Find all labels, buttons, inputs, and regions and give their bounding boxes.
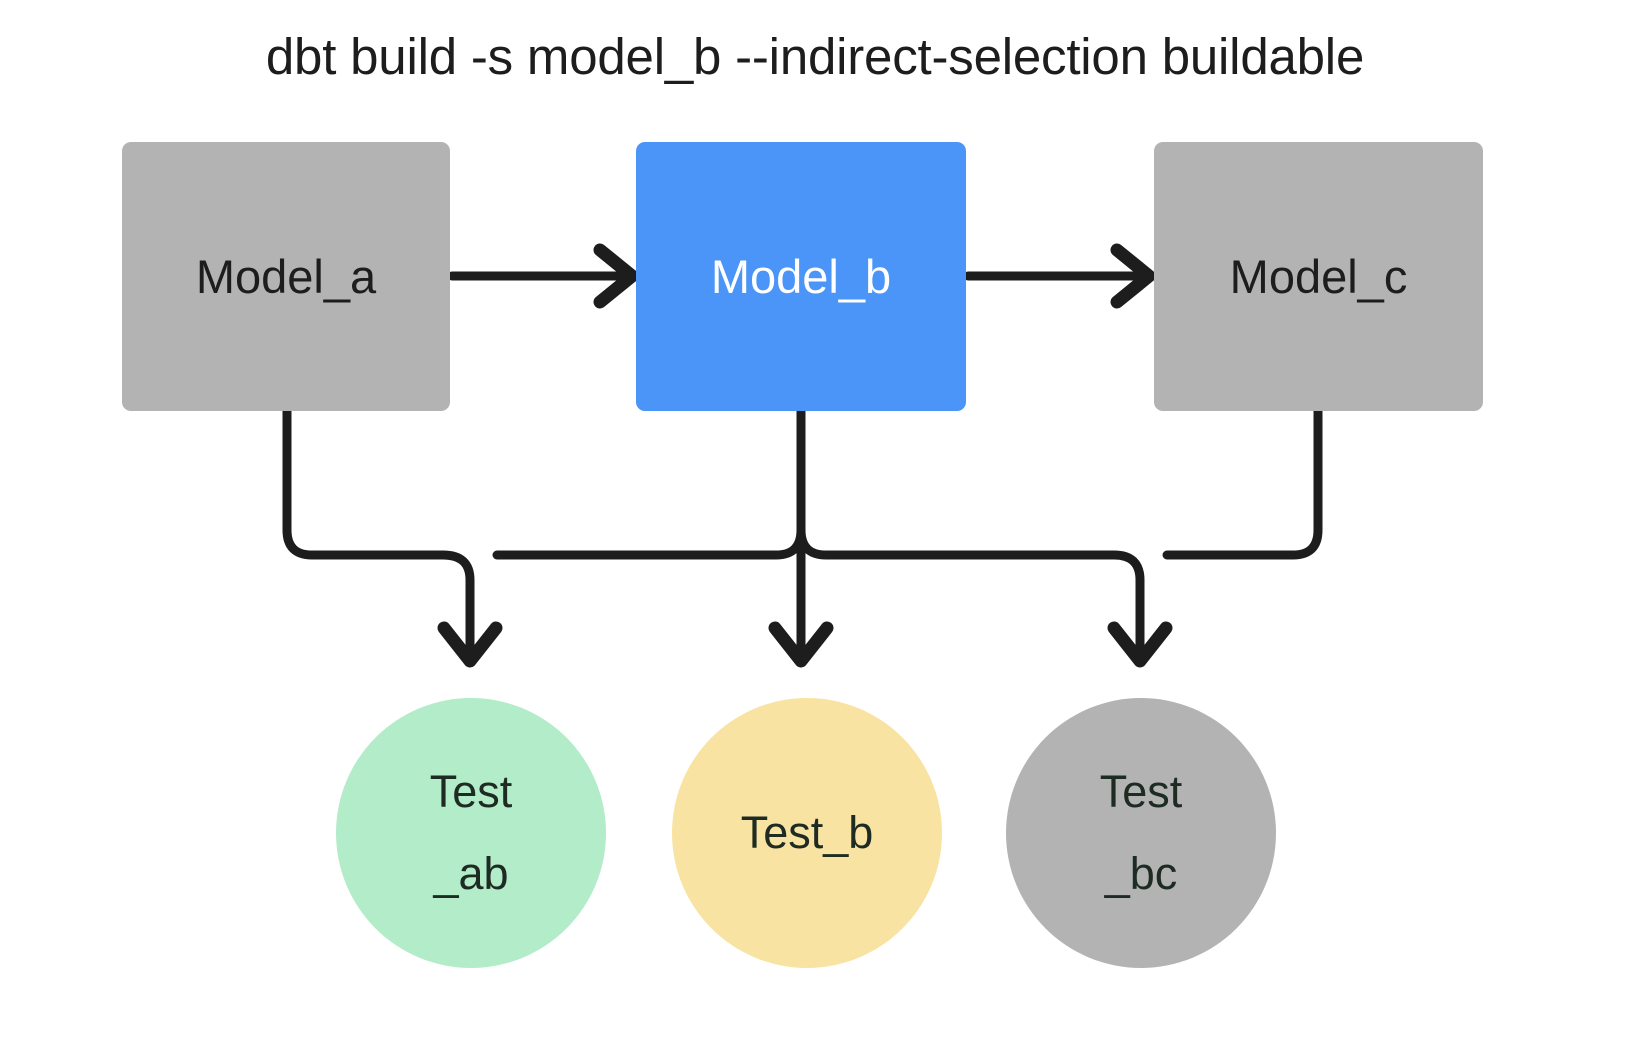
node-test-ab-label-line2: _ab: [433, 848, 509, 899]
node-model-c[interactable]: Model_c: [1154, 142, 1483, 411]
node-model-a[interactable]: Model_a: [122, 142, 450, 411]
node-test-b[interactable]: Test_b: [672, 698, 942, 968]
node-test-bc[interactable]: Test _bc: [1006, 698, 1276, 968]
page-title: dbt build -s model_b --indirect-selectio…: [265, 28, 1365, 85]
node-model-a-label: Model_a: [195, 250, 377, 303]
node-test-b-label-line1: Test_b: [740, 807, 874, 858]
node-test-ab-label-line1: Test: [429, 766, 513, 817]
edge-model-c-to-test-bc: [1162, 406, 1323, 560]
node-test-ab[interactable]: Test _ab: [336, 698, 606, 968]
edge-model-b-to-test-ab: [492, 406, 806, 560]
edge-model-b-to-test-bc: [796, 525, 1173, 668]
edge-model-b-to-model-c: [963, 243, 1156, 309]
node-test-bc-label-line1: Test: [1099, 766, 1183, 817]
edge-model-a-to-test-ab: [282, 406, 503, 668]
node-model-b-label: Model_b: [710, 250, 892, 303]
node-model-c-label: Model_c: [1229, 250, 1408, 303]
node-model-b[interactable]: Model_b: [636, 142, 966, 411]
edge-model-a-to-model-b: [447, 243, 639, 309]
node-test-bc-label-line2: _bc: [1104, 848, 1178, 899]
